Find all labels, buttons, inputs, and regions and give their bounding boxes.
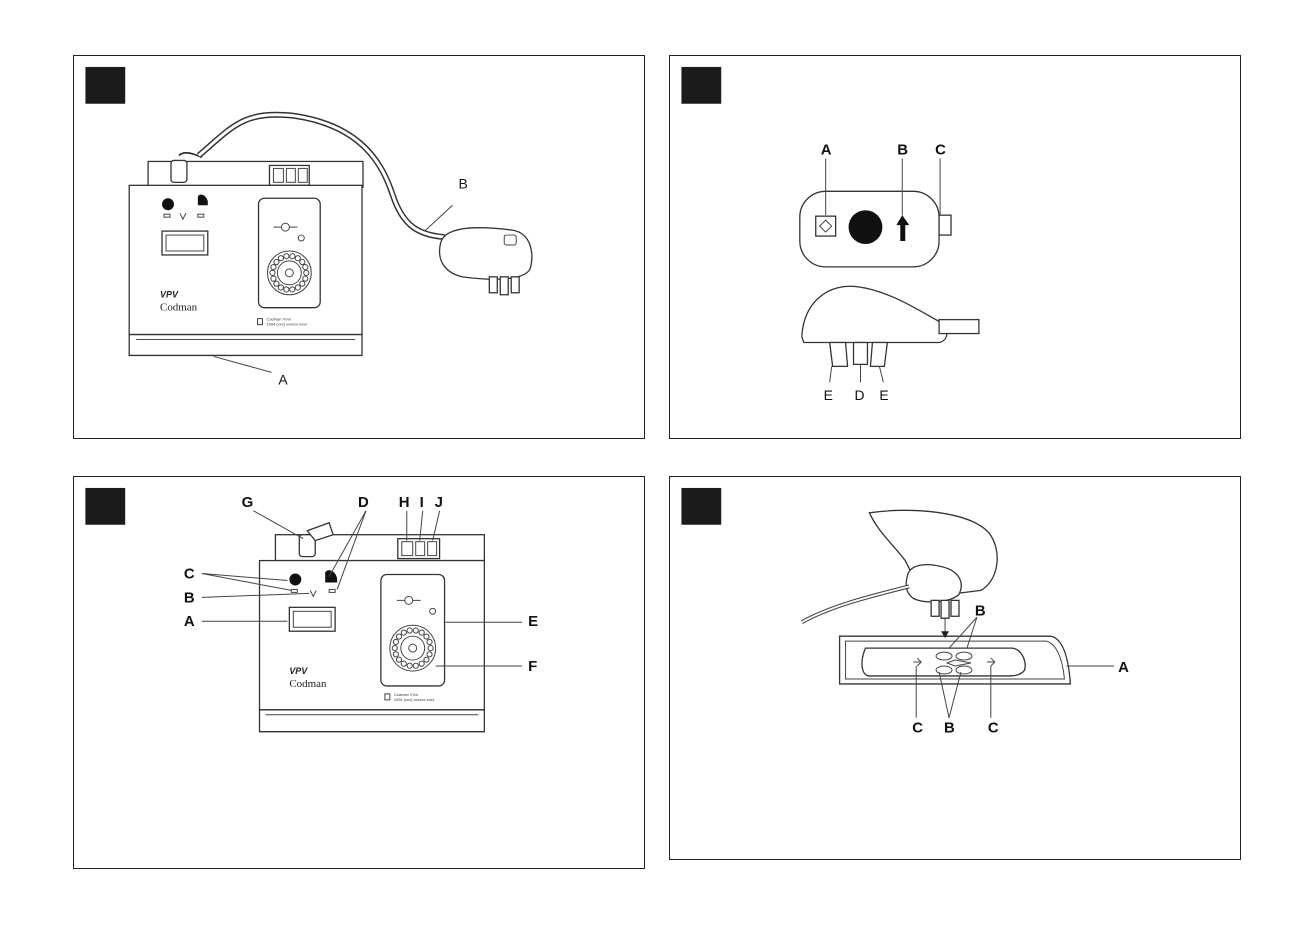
panel-2-number-badge xyxy=(681,67,721,104)
codman-logo: Codman xyxy=(289,678,327,690)
label-b: B xyxy=(184,589,195,606)
panel-1-number-badge xyxy=(85,67,125,104)
label-c-right: C xyxy=(988,720,999,737)
panel-2-transmitter-head: A B C E D E xyxy=(669,55,1241,439)
vpv-logo: VPV xyxy=(289,666,308,676)
label-j: J xyxy=(435,494,443,511)
audio-indicator-icon xyxy=(162,198,174,210)
button-a[interactable] xyxy=(816,216,836,236)
label-d: D xyxy=(358,494,369,511)
panel-3-console-controls: VPV Codman Codman VVxl 1994 (xxx) xxxxxx… xyxy=(73,476,645,869)
panel-1-programmer-overview: VPV Codman Codman VVxl 1994 (xxx) xxxxxx… xyxy=(73,55,645,439)
label-a: A xyxy=(821,141,832,158)
label-b: B xyxy=(897,141,908,158)
audio-indicator-icon xyxy=(289,574,301,586)
fine-print-line-2: 1994 (xxx) xxxxxx xxxx xyxy=(394,697,435,702)
label-b: B xyxy=(458,175,467,191)
programmer-cable xyxy=(802,586,909,622)
label-a: A xyxy=(278,371,288,387)
label-a: A xyxy=(184,613,195,630)
foot-e-left xyxy=(830,343,848,367)
label-b-bottom: B xyxy=(944,720,955,737)
label-e-left: E xyxy=(824,387,833,403)
vpv-logo: VPV xyxy=(160,290,179,300)
label-f: F xyxy=(528,658,537,675)
panel-4-illustration: B A C B C xyxy=(670,477,1240,859)
label-c: C xyxy=(184,565,195,582)
codman-logo: Codman xyxy=(160,302,198,314)
transmitter-side-view xyxy=(802,286,947,342)
circular-button[interactable] xyxy=(849,210,883,244)
console-base-frame xyxy=(129,335,362,356)
panel-3-illustration: VPV Codman Codman VVxl 1994 (xxx) xxxxxx… xyxy=(74,477,644,868)
foot-e-right xyxy=(870,343,887,367)
cable-stub xyxy=(939,215,951,235)
label-i: I xyxy=(420,494,424,511)
label-b-top: B xyxy=(975,602,986,619)
side-cable xyxy=(939,320,979,334)
panel-2-illustration: A B C E D E xyxy=(670,56,1240,438)
leader-a xyxy=(214,356,272,372)
leader-b xyxy=(425,205,453,231)
label-g: G xyxy=(242,494,254,511)
pressure-dial-plate xyxy=(259,198,321,307)
panel-4-placement: B A C B C xyxy=(669,476,1241,860)
transmitter-head xyxy=(440,228,532,280)
label-c-left: C xyxy=(912,720,923,737)
panel-1-illustration: VPV Codman Codman VVxl 1994 (xxx) xxxxxx… xyxy=(74,56,644,438)
label-e-right: E xyxy=(879,387,888,403)
label-c: C xyxy=(935,141,946,158)
console-base-frame xyxy=(260,710,485,732)
label-a: A xyxy=(1118,659,1129,676)
label-e: E xyxy=(528,613,538,630)
cable-plug-g xyxy=(171,160,187,182)
label-d: D xyxy=(855,387,865,403)
label-h: H xyxy=(399,494,410,511)
panel-4-number-badge xyxy=(681,488,721,525)
fine-print-line-2: 1994 (xxx) xxxxxx xxxx xyxy=(266,322,307,327)
panel-3-number-badge xyxy=(85,488,125,525)
foot-d xyxy=(854,343,868,365)
pressure-dial-plate xyxy=(381,575,445,686)
